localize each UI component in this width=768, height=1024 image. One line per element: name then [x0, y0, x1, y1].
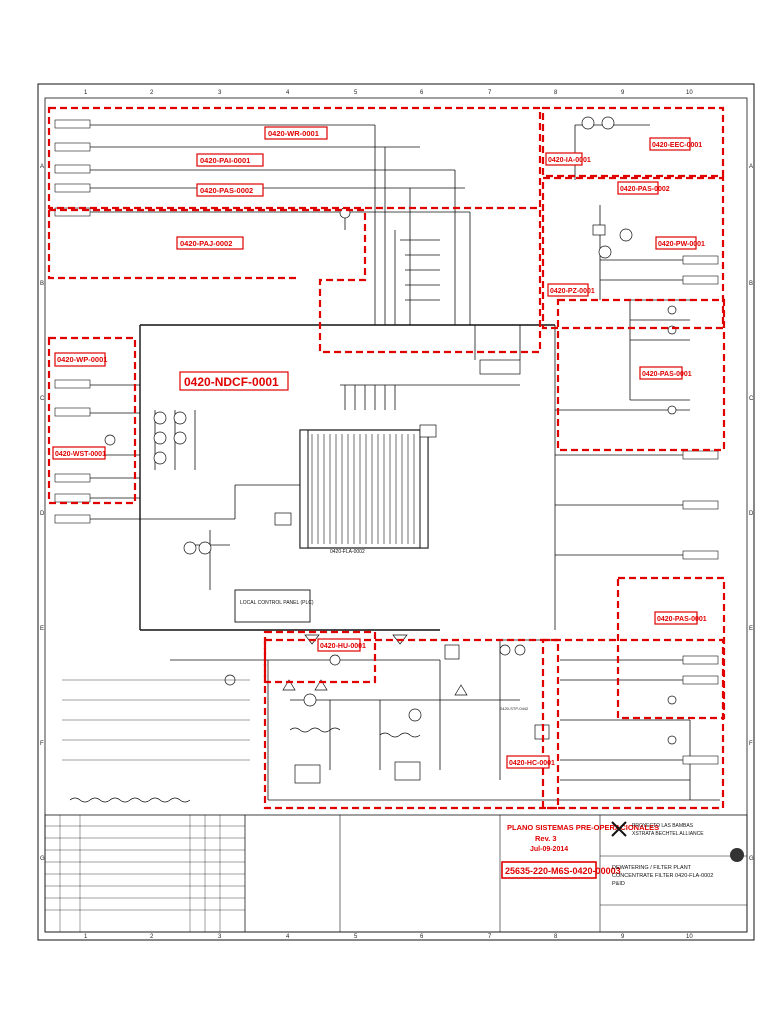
svg-text:2: 2	[150, 934, 154, 940]
markup-zones	[47, 106, 726, 810]
tag-pas-2: 0420-PAS-0002	[196, 183, 264, 197]
equipment-tags: 0420-WR-0001 0420-PAI-0001 0420-PAS-0002…	[52, 126, 707, 769]
svg-text:2: 2	[150, 90, 154, 96]
svg-text:Jul-09-2014: Jul-09-2014	[530, 846, 568, 853]
tag-wr: 0420-WR-0001	[264, 126, 328, 140]
company-logo	[611, 821, 744, 862]
tag-pas-1a: 0420-PAS-0001	[639, 366, 692, 380]
tag-ia: 0420-IA-0001	[545, 152, 591, 166]
svg-text:8: 8	[554, 90, 558, 96]
svg-text:1: 1	[84, 934, 88, 940]
title-block: PLANO SISTEMAS PRE-OPERACIONALES Rev. 3 …	[44, 814, 748, 933]
project-name: PROYECTO LAS BAMBAS	[632, 823, 694, 829]
svg-text:A: A	[749, 164, 753, 170]
tag-pas-1b: 0420-PAS-0001	[654, 611, 707, 625]
tag-pas-2b: 0420-PAS-0002	[617, 181, 670, 195]
svg-text:0420-PZ-0001: 0420-PZ-0001	[550, 288, 595, 295]
tag-hc: 0420-HC-0001	[506, 755, 555, 769]
svg-text:10: 10	[686, 90, 693, 96]
svg-text:10: 10	[686, 934, 693, 940]
svg-text:0420-WP-0001: 0420-WP-0001	[57, 355, 107, 364]
preop-stamp: PLANO SISTEMAS PRE-OPERACIONALES Rev. 3 …	[501, 823, 659, 879]
grid-column-labels: 1 2 3 4 5 6 7 8 9 10 1 2 3 4 5 6 7 8 9 1…	[84, 90, 693, 940]
svg-text:0420-PAJ-0002: 0420-PAJ-0002	[180, 239, 232, 248]
tank-label: 0420-STP-0442	[500, 706, 529, 711]
svg-text:0420-WST-0001: 0420-WST-0001	[55, 451, 106, 458]
tag-eec: 0420-EEC-0001	[649, 137, 702, 151]
svg-text:0420-PAS-0001: 0420-PAS-0001	[642, 371, 692, 378]
svg-text:C: C	[749, 396, 754, 402]
svg-text:9: 9	[621, 934, 625, 940]
svg-text:LOCAL CONTROL PANEL (PLC): LOCAL CONTROL PANEL (PLC)	[240, 600, 314, 606]
svg-text:B: B	[749, 281, 753, 287]
svg-text:0420-EEC-0001: 0420-EEC-0001	[652, 142, 702, 149]
drawing-title-1: DEWATERING / FILTER PLANT	[612, 865, 692, 871]
tag-wp: 0420-WP-0001	[54, 352, 107, 367]
grid-row-labels: A B C D E F G A B C D E F G	[40, 164, 754, 862]
svg-text:5: 5	[354, 934, 358, 940]
svg-text:7: 7	[488, 90, 492, 96]
drawing-title-3: P&ID	[612, 881, 625, 887]
equipment-legend-area	[62, 679, 250, 761]
svg-text:A: A	[40, 164, 44, 170]
svg-text:6: 6	[420, 90, 424, 96]
svg-text:4: 4	[286, 934, 290, 940]
svg-text:F: F	[40, 741, 44, 747]
svg-text:1: 1	[84, 90, 88, 96]
svg-text:Rev. 3: Rev. 3	[535, 834, 557, 843]
sheet-border-outer	[37, 83, 755, 941]
tag-paj-2: 0420-PAJ-0002	[176, 236, 244, 250]
svg-text:D: D	[40, 511, 45, 517]
svg-text:0420-NDCF-0001: 0420-NDCF-0001	[184, 375, 279, 389]
svg-text:PLANO SISTEMAS PRE-OPERACIONAL: PLANO SISTEMAS PRE-OPERACIONALES	[507, 823, 659, 832]
tag-hu: 0420-HU-0001	[317, 638, 366, 652]
svg-text:7: 7	[488, 934, 492, 940]
valve-boxes	[54, 119, 719, 784]
filter-press: 0420-FLA-0002	[299, 429, 429, 555]
alliance-name: XSTRATA BECHTEL ALLIANCE	[632, 831, 704, 837]
svg-text:0420-HU-0001: 0420-HU-0001	[320, 643, 366, 650]
svg-text:0420-HC-0001: 0420-HC-0001	[509, 760, 555, 767]
svg-text:D: D	[749, 511, 754, 517]
svg-text:9: 9	[621, 90, 625, 96]
svg-text:0420-PAI-0001: 0420-PAI-0001	[200, 156, 250, 165]
svg-text:25635-220-M6S-0420-00003: 25635-220-M6S-0420-00003	[505, 866, 621, 876]
svg-text:G: G	[749, 856, 754, 862]
svg-text:8: 8	[554, 934, 558, 940]
svg-text:G: G	[40, 856, 45, 862]
svg-text:3: 3	[218, 934, 222, 940]
tag-wst: 0420-WST-0001	[52, 446, 106, 460]
piping-network	[69, 124, 720, 803]
svg-text:5: 5	[354, 90, 358, 96]
svg-text:E: E	[40, 626, 44, 632]
tag-pz: 0420-PZ-0001	[547, 283, 595, 297]
tag-pw: 0420-PW-0001	[655, 236, 705, 250]
svg-text:0420-PAS-0002: 0420-PAS-0002	[620, 186, 670, 193]
svg-text:C: C	[40, 396, 45, 402]
svg-text:F: F	[749, 741, 753, 747]
svg-text:0420-PAS-0001: 0420-PAS-0001	[657, 616, 707, 623]
svg-text:6: 6	[420, 934, 424, 940]
svg-text:0420-WR-0001: 0420-WR-0001	[268, 129, 319, 138]
svg-text:E: E	[749, 626, 753, 632]
svg-text:0420-PAS-0002: 0420-PAS-0002	[200, 186, 253, 195]
svg-text:4: 4	[286, 90, 290, 96]
tag-pai-1: 0420-PAI-0001	[196, 153, 264, 167]
svg-text:0420-PW-0001: 0420-PW-0001	[658, 241, 705, 248]
svg-text:0420-IA-0001: 0420-IA-0001	[548, 157, 591, 164]
tag-ndcf: 0420-NDCF-0001	[179, 371, 289, 391]
svg-text:B: B	[40, 281, 44, 287]
svg-text:3: 3	[218, 90, 222, 96]
filter-label: 0420-FLA-0002	[330, 549, 365, 555]
local-control-panel: LOCAL CONTROL PANEL (PLC)	[234, 589, 314, 623]
drawing-title-2: CONCENTRATE FILTER 0420-FLA-0002	[612, 873, 713, 879]
instrument-bubbles	[104, 116, 677, 745]
